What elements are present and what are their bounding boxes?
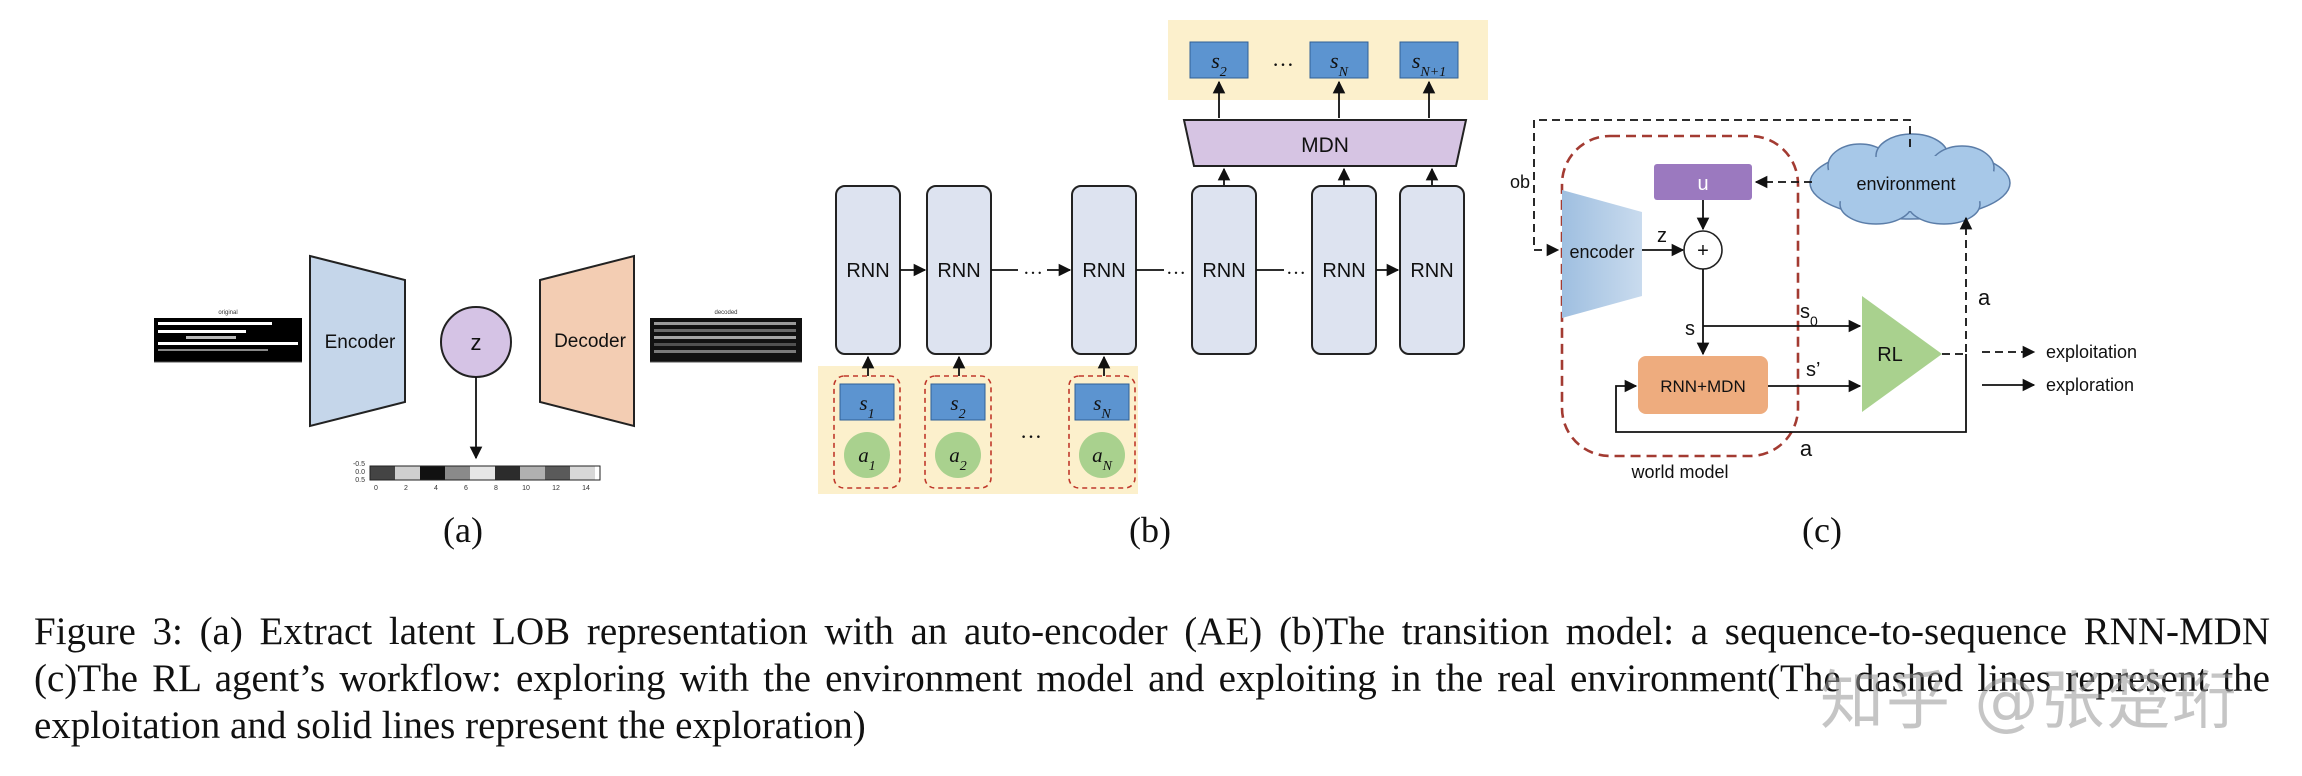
heat-xtick-6: 12: [552, 485, 560, 492]
rnn-mdn-label: RNN+MDN: [1660, 377, 1745, 396]
s0-label: s0: [1800, 301, 1818, 329]
mdn-label: MDN: [1301, 134, 1349, 157]
encoder-block: [1562, 190, 1642, 318]
output-s2-label: s2: [1211, 48, 1227, 80]
rnn-cell-6: [1399, 185, 1465, 355]
legend-exploitation: exploitation: [2046, 342, 2137, 362]
action-bottom-label: a: [1800, 436, 1813, 461]
panel-b: s2 … sN sN+1 MDN RNN RNN RNN RNN RNN RNN: [818, 20, 1488, 550]
latent-z-label: z: [471, 330, 482, 355]
heat-ytick-0: -0.5: [353, 461, 365, 468]
watermark: 知乎 @张楚珩: [1820, 665, 2239, 739]
panel-a: original decoded Encoder z Deco: [154, 254, 802, 550]
action-to-rnnmdn-arrow: [1615, 354, 1967, 433]
world-model-label: world model: [1630, 462, 1728, 482]
input-aN-label: aN: [1092, 443, 1113, 474]
input-sN-label: sN: [1093, 391, 1111, 422]
heat-xtick-2: 4: [434, 485, 438, 492]
input-action-a1: [844, 432, 890, 478]
environment-label: environment: [1856, 174, 1955, 194]
output-sN-label: sN: [1330, 48, 1349, 80]
latent-code-heatmap: -0.5 0.0 0.5 0 2 4 6 8 10 12 14: [353, 461, 620, 492]
sublabel-a: (a): [443, 510, 483, 550]
input-a1-label: a1: [858, 443, 876, 474]
input-pair-2: [924, 375, 992, 489]
input-image-title: original: [218, 310, 237, 316]
input-action-aN: [1079, 432, 1125, 478]
heat-ytick-2: 0.5: [355, 477, 365, 484]
output-state-sN: [1309, 41, 1369, 79]
input-dots: …: [1020, 418, 1042, 443]
ob-label: ob: [1510, 172, 1530, 192]
heat-xtick-1: 2: [404, 485, 408, 492]
environment-cloud: [1809, 133, 2011, 225]
output-state-sN1: [1399, 41, 1459, 79]
input-state-s1: [839, 383, 895, 421]
legend-exploration: exploration: [2046, 375, 2134, 395]
action-to-env-dashed-arrow: [1942, 216, 1973, 355]
input-lob-image: original: [154, 310, 302, 363]
rnn-chain-dots-3: …: [1286, 257, 1306, 279]
panel-c: world model environment ob encoder z u +: [1510, 119, 2137, 550]
rnn-cell-1-label: RNN: [846, 260, 889, 282]
heat-ytick-1: 0.0: [355, 469, 365, 476]
decoder-label: Decoder: [554, 331, 626, 352]
decoded-lob-image: decoded: [650, 310, 802, 363]
rnn-chain-dots-1: …: [1023, 257, 1043, 279]
input-pair-1: [833, 375, 901, 489]
mdn-block: [1182, 119, 1468, 167]
action-top-label: a: [1978, 285, 1991, 310]
output-sN1-label: sN+1: [1412, 48, 1446, 80]
rnn-cell-2-label: RNN: [937, 260, 980, 282]
rnn-chain-dots-2: …: [1166, 257, 1186, 279]
rnn-mdn-block: [1638, 356, 1768, 414]
input-s1-label: s1: [859, 391, 874, 422]
input-state-s2: [930, 383, 986, 421]
ob-dashed-arrow: [1533, 119, 1911, 257]
plus-symbol: +: [1697, 240, 1709, 262]
encoder-label: Encoder: [325, 332, 396, 353]
encoder-block: [309, 254, 406, 428]
input-s2-label: s2: [950, 391, 965, 422]
figure-canvas: original decoded Encoder z Deco: [154, 20, 2137, 550]
sublabel-c: (c): [1802, 510, 1842, 550]
input-a2-label: a2: [949, 443, 967, 474]
heat-xtick-0: 0: [374, 485, 378, 492]
rnn-cell-3-label: RNN: [1082, 260, 1125, 282]
sublabel-b: (b): [1129, 510, 1171, 550]
input-state-sN: [1074, 383, 1130, 421]
rl-label: RL: [1877, 344, 1903, 366]
rnn-cell-6-label: RNN: [1410, 260, 1453, 282]
u-block: [1654, 164, 1752, 200]
figure-caption: Figure 3: (a) Extract latent LOB represe…: [34, 610, 2270, 747]
rnn-cell-4-label: RNN: [1202, 260, 1245, 282]
output-dots: …: [1272, 46, 1294, 71]
output-image-title: decoded: [714, 310, 737, 316]
rl-agent-block: [1862, 296, 1942, 412]
decoder-block: [539, 254, 635, 428]
heat-xtick-5: 10: [522, 485, 530, 492]
s-label: s: [1685, 318, 1695, 340]
rnn-cell-5-label: RNN: [1322, 260, 1365, 282]
u-label: u: [1697, 173, 1708, 195]
input-pair-N: [1068, 375, 1136, 489]
heat-xtick-4: 8: [494, 485, 498, 492]
output-state-s2: [1189, 41, 1249, 79]
heat-xtick-3: 6: [464, 485, 468, 492]
z-label: z: [1657, 225, 1667, 247]
heat-xtick-7: 14: [582, 485, 590, 492]
encoder-label: encoder: [1569, 242, 1634, 262]
input-action-a2: [935, 432, 981, 478]
s-prime-label: s’: [1806, 359, 1820, 381]
